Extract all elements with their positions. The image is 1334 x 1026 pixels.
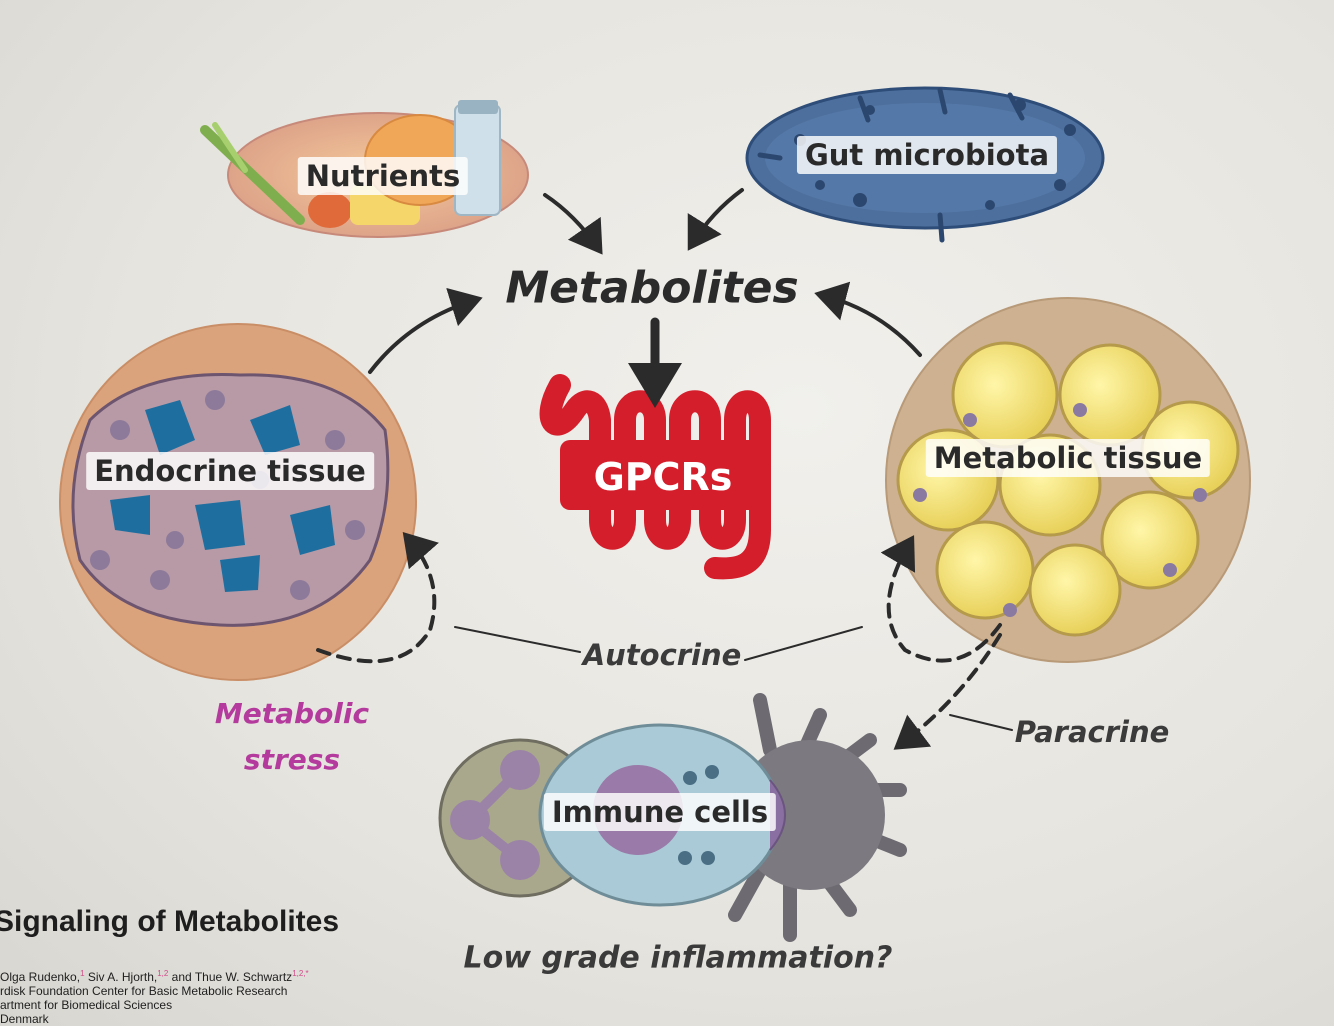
low-grade-inflammation-label: Low grade inflammation? [463,940,893,976]
metabolic-tissue-illustration [885,297,1251,663]
nutrients-label: Nutrients [297,157,469,195]
autocrine-pointer-left [454,626,581,653]
gut-microbiota-label: Gut microbiota [796,136,1058,174]
metabolic-stress-line2: stress [243,743,341,776]
autocrine-metabolic-loop [880,535,1002,663]
autocrine-pointer-right [744,626,863,661]
metabolites-label: Metabolites [505,262,799,314]
affiliation-1: rdisk Foundation Center for Basic Metabo… [0,984,288,998]
article-title: Signaling of Metabolites [0,905,340,938]
endocrine-tissue-illustration [59,323,417,681]
author-line: Olga Rudenko,1 Siv A. Hjorth,1,2 and Thu… [0,969,309,984]
endocrine-tissue-label: Endocrine tissue [86,452,374,490]
metabolic-to-metabolites-arrow [814,281,922,357]
paracrine-arrow [893,633,1002,750]
gut-microbiota-illustration [745,86,1105,243]
microbiota-to-metabolites-arrow [687,188,744,251]
autocrine-endocrine-loop [316,531,439,664]
affiliation-2: artment for Biomedical Sciences [0,998,173,1012]
metabolic-stress-line1: Metabolic [214,697,370,730]
paracrine-pointer [949,714,1013,731]
endocrine-to-metabolites-arrow [368,287,483,374]
metabolic-stress-label: Metabolic stress [215,691,369,783]
autocrine-label: Autocrine [582,638,742,672]
article-authors: Olga Rudenko,1 Siv A. Hjorth,1,2 and Thu… [0,967,309,1026]
metabolic-tissue-label: Metabolic tissue [925,439,1211,477]
gpcr-icon [539,374,771,580]
affiliation-3: Denmark [0,1012,49,1026]
immune-cells-label: Immune cells [543,793,777,831]
paracrine-label: Paracrine [1014,715,1170,749]
gpcrs-label: GPCRs [593,455,733,499]
arrows [316,188,1013,750]
nutrients-to-metabolites-arrow [543,193,603,255]
